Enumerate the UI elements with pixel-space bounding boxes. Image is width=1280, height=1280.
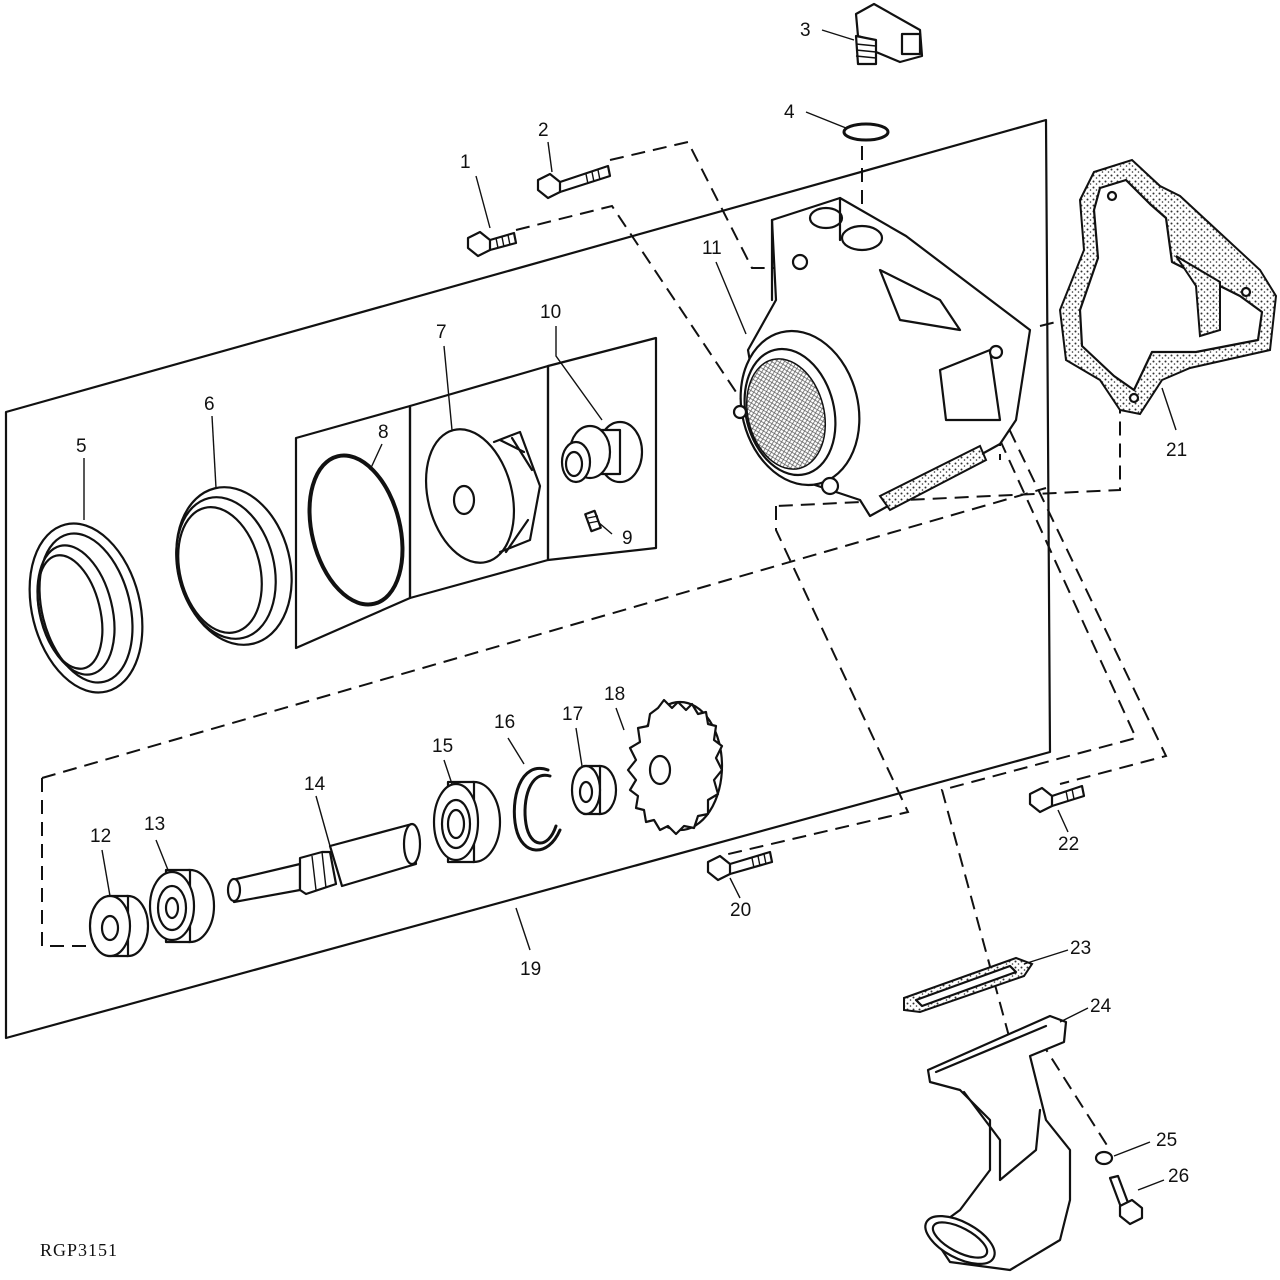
callout-24: 24: [1090, 996, 1112, 1017]
callout-22: 22: [1058, 834, 1079, 855]
part-18-drive-gear: [626, 698, 724, 836]
part-21-gasket: [1058, 158, 1278, 416]
part-8-o-ring: [307, 453, 405, 607]
callout-2: 2: [538, 120, 549, 141]
assembly-line-8: [999, 409, 1168, 785]
callout-8: 8: [378, 422, 389, 443]
assembly-line-4: [41, 487, 1047, 779]
part-13-bearing: [148, 868, 216, 944]
callout-17: 17: [562, 704, 583, 725]
callout-16: 16: [494, 712, 515, 733]
callout-26: 26: [1168, 1166, 1189, 1187]
callout-1: 1: [460, 152, 471, 173]
seal-kit-box: [294, 404, 412, 650]
callout-10: 10: [540, 302, 561, 323]
part-25-washer: [1094, 1150, 1114, 1166]
part-5-seal-ring: [28, 522, 144, 694]
part-16-snap-ring: [512, 766, 562, 852]
callout-23: 23: [1070, 938, 1091, 959]
callout-9: 9: [622, 528, 633, 549]
part-12-bearing: [88, 894, 150, 958]
callout-12: 12: [90, 826, 111, 847]
part-14-shaft: [226, 822, 422, 904]
callout-4: 4: [784, 102, 795, 123]
assembly-line-9: [940, 439, 1138, 1041]
callout-3: 3: [800, 20, 811, 41]
assembly-line-5: [41, 778, 100, 947]
callout-19: 19: [520, 959, 541, 980]
callout-7: 7: [436, 322, 447, 343]
callout-25: 25: [1156, 1130, 1177, 1151]
part-2-cap-screw: [536, 164, 612, 200]
callout-labels: 1 2 3 4 5 6 7 8 9 10 11 12 13 14 15 16 1…: [76, 20, 1189, 1187]
callout-6: 6: [204, 394, 215, 415]
part-4-o-ring: [842, 122, 890, 142]
callout-20: 20: [730, 900, 751, 921]
callout-5: 5: [76, 436, 87, 457]
callout-11: 11: [702, 238, 722, 259]
part-15-bearing: [432, 780, 502, 864]
part-11-pump-housing: [732, 196, 1032, 518]
part-20-cap-screw: [706, 850, 774, 882]
leader-lines: [83, 29, 1177, 1191]
figure-reference-code: RGP3151: [40, 1240, 118, 1260]
part-24-outlet-elbow: [924, 1014, 1072, 1272]
part-7-impeller: [424, 428, 542, 564]
part-1-cap-screw: [466, 230, 518, 258]
part-3-elbow-fitting: [854, 2, 924, 66]
part-6-cover: [175, 486, 293, 646]
callout-21: 21: [1166, 440, 1187, 461]
callout-18: 18: [604, 684, 625, 705]
assembly-line-6: [719, 506, 910, 857]
part-9-set-screw: [584, 509, 602, 533]
part-23-elbow-gasket: [903, 956, 1034, 1014]
part-26-cap-screw: [1108, 1174, 1144, 1226]
part-10-seal-assembly: [560, 420, 644, 484]
callout-14: 14: [304, 774, 326, 795]
callout-13: 13: [144, 814, 165, 835]
assembly-line-1: [515, 204, 761, 429]
part-22-cap-screw: [1028, 784, 1086, 814]
callout-15: 15: [432, 736, 453, 757]
seal-assembly-box: [546, 336, 658, 562]
kit-outline-frame: [4, 118, 1052, 1040]
part-17-spacer: [570, 764, 618, 816]
